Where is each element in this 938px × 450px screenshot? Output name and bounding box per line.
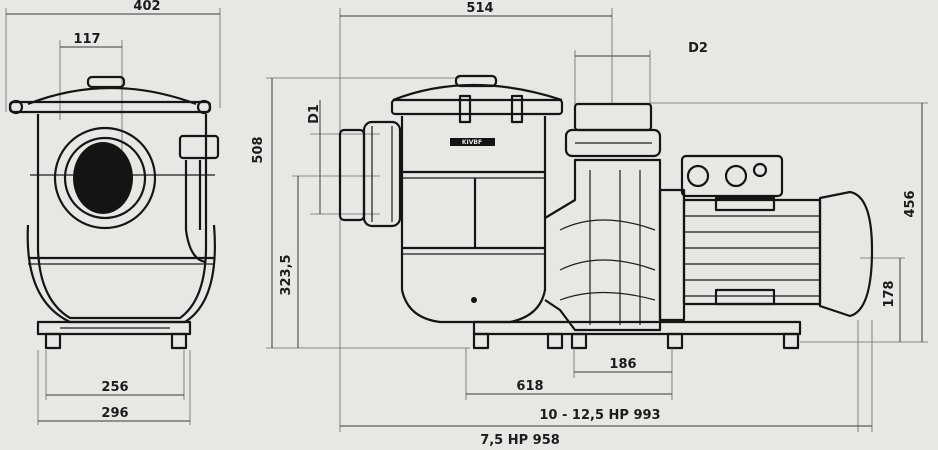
- dimension-508: 508: [251, 136, 266, 163]
- front-housing: [36, 114, 208, 320]
- front-view: 402 117: [5, 0, 221, 425]
- nameplate-logo: [450, 138, 495, 146]
- strainer-tank: [400, 116, 547, 324]
- lifting-eye: [752, 162, 768, 178]
- outlet-union: [564, 128, 662, 158]
- dimension-456: 456: [903, 190, 918, 217]
- dimension-514: 514: [466, 1, 493, 16]
- dimension-618: 618: [516, 379, 543, 394]
- outlet-pipe: [573, 102, 653, 132]
- pump-base: [472, 320, 802, 336]
- terminal-box: [680, 154, 784, 198]
- inlet-union: [362, 120, 402, 228]
- side-lid-knob: [454, 74, 498, 88]
- front-base: [36, 320, 192, 336]
- front-lid-knob: [86, 75, 126, 89]
- dimension-993: 10 - 12,5 HP 993: [539, 408, 660, 423]
- dimension-256: 256: [101, 380, 128, 395]
- motor-fan-cover: [818, 190, 874, 318]
- dimension-402: 402: [133, 0, 160, 14]
- dimension-296: 296: [101, 406, 128, 421]
- label-d2: D2: [688, 41, 708, 56]
- side-lid: [392, 83, 563, 102]
- dimension-117: 117: [73, 32, 100, 47]
- dimension-323-5: 323,5: [279, 254, 294, 295]
- front-clamp-bar: [8, 100, 212, 114]
- front-inlet-ring: [53, 126, 157, 230]
- side-clamp-bar: [390, 98, 564, 116]
- motor-flange: [658, 188, 686, 322]
- front-inlet-opening: [73, 142, 133, 214]
- inlet-pipe: [338, 128, 366, 222]
- dimension-178: 178: [882, 280, 897, 307]
- dimension-186: 186: [609, 357, 636, 372]
- side-view: 514 D2 D1 508 323,5 456 178: [251, 1, 928, 448]
- logo-text: KIVBF: [462, 139, 482, 146]
- dimension-958: 7,5 HP 958: [480, 433, 560, 448]
- label-d1: D1: [307, 104, 322, 124]
- pump-volute: [544, 158, 662, 332]
